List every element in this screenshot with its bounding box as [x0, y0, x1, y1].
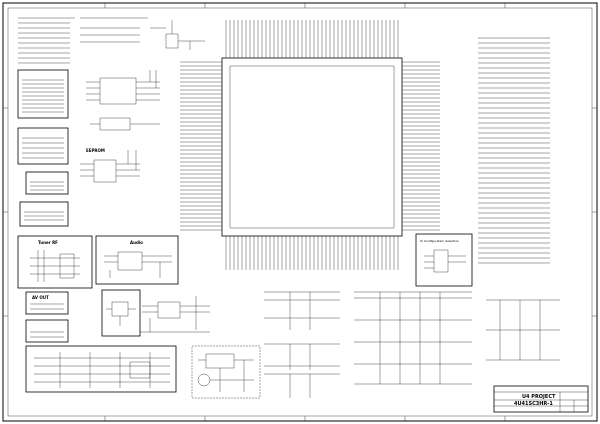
small-ic-top — [86, 70, 160, 131]
crystal-block — [101, 289, 141, 337]
soc-left-pins — [180, 61, 222, 231]
av-connector-block — [25, 345, 177, 393]
right-netlabel-column — [478, 37, 550, 264]
tuner-block — [17, 235, 93, 289]
tuner-label: Tuner RF — [38, 240, 58, 245]
frame-ticks — [3, 3, 597, 421]
soc-bottom-pins — [225, 236, 399, 270]
main-soc — [221, 57, 403, 237]
tuner-circuit — [30, 250, 80, 282]
component-block — [25, 171, 69, 195]
power-rails-middle — [264, 291, 340, 398]
hdmi-nets — [22, 79, 64, 113]
top-left-netlist — [18, 17, 75, 64]
soc-top-pins — [225, 20, 399, 58]
title-block-dividers — [494, 391, 588, 412]
power-rails-right — [354, 291, 560, 385]
regulator-circuit — [197, 353, 254, 392]
eeprom-label: EEPROM — [86, 148, 105, 153]
ic-config-circuit — [424, 249, 466, 273]
project-title: U4 PROJECT — [522, 394, 556, 400]
inner-frame — [7, 7, 593, 417]
power-amp-nets — [30, 331, 64, 338]
component-nets — [30, 181, 64, 191]
video-nets — [24, 211, 64, 221]
av-out-nets — [30, 303, 64, 310]
hdmi-block — [17, 69, 69, 119]
av-out-block — [25, 291, 69, 315]
audio-label: Audio — [130, 240, 143, 245]
title-block — [493, 385, 589, 413]
video-block — [19, 201, 69, 227]
audio-block — [95, 235, 179, 285]
av-connector-circuit — [34, 352, 170, 388]
drawing-number: 4U41SC3HR-1 — [514, 401, 553, 407]
power-amp-block — [25, 319, 69, 343]
eeprom-circuit — [80, 150, 140, 183]
vga-nets — [22, 137, 64, 159]
vga-block — [17, 127, 69, 165]
center-power-circuit — [140, 296, 210, 333]
ic-config-block — [415, 233, 473, 287]
crystal-circuit — [106, 301, 136, 326]
soc-right-pins — [402, 61, 440, 231]
av-out-label: AV OUT — [32, 295, 49, 300]
top-netlist-2 — [80, 17, 205, 50]
audio-circuit — [104, 251, 172, 278]
voltage-regulator-block — [191, 345, 261, 399]
ic-config-label: IC Configuration Selection — [420, 239, 459, 243]
